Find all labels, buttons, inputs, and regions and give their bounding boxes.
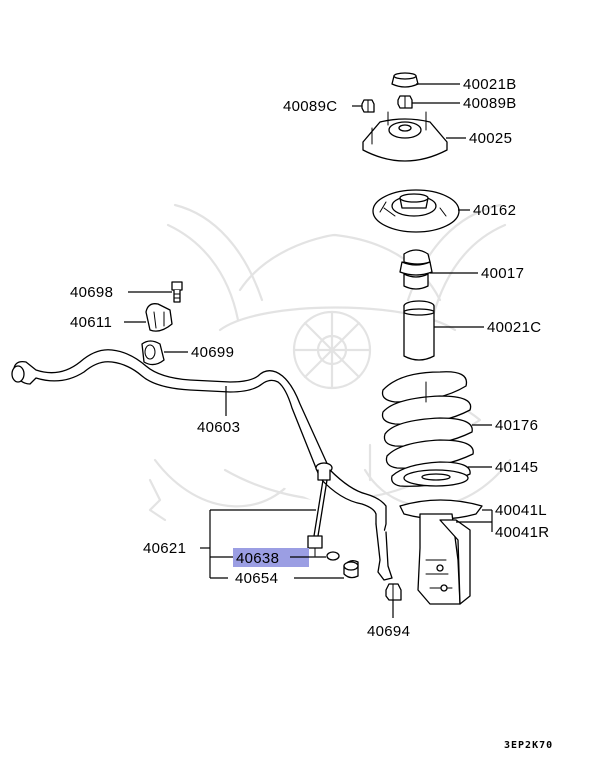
part-40089C-icon — [361, 99, 375, 113]
part-40017-icon — [399, 249, 433, 290]
label-40621: 40621 — [143, 540, 186, 557]
part-40025-icon — [362, 111, 448, 162]
label-40638: 40638 — [236, 550, 279, 567]
label-40162: 40162 — [473, 202, 516, 219]
label-40089B: 40089B — [463, 95, 517, 112]
label-40603: 40603 — [197, 419, 240, 436]
label-40698: 40698 — [70, 284, 113, 301]
label-40017: 40017 — [481, 265, 524, 282]
part-40654-icon — [343, 560, 359, 579]
part-40162-icon — [372, 189, 460, 233]
label-40021B: 40021B — [463, 76, 517, 93]
part-labels: 40021B 40089C 40089B 40025 40162 40017 4… — [70, 76, 549, 640]
part-40021B-icon — [391, 72, 419, 88]
highlight-box — [233, 548, 309, 567]
label-40041L: 40041L — [495, 502, 547, 519]
part-40176-icon — [381, 371, 474, 487]
label-40021C: 40021C — [487, 319, 541, 336]
part-40041-icon — [399, 499, 483, 605]
part-40089B-icon — [397, 95, 413, 109]
label-40089C: 40089C — [283, 98, 337, 115]
part-40021C-icon — [403, 300, 435, 361]
part-40621-icon — [307, 462, 333, 557]
label-40025: 40025 — [469, 130, 512, 147]
part-40145-icon — [403, 469, 469, 487]
diagram-code: 3EP2K70 — [504, 740, 553, 751]
part-40698-icon — [171, 281, 183, 303]
part-40699-icon — [141, 340, 165, 366]
leader-lines — [124, 83, 493, 618]
label-40041R: 40041R — [495, 524, 549, 541]
label-40694: 40694 — [367, 623, 410, 640]
part-40611-icon — [145, 303, 173, 332]
part-40694-icon — [385, 583, 402, 601]
part-40603-icon — [11, 349, 393, 581]
label-40699: 40699 — [191, 344, 234, 361]
label-40176: 40176 — [495, 417, 538, 434]
label-40145: 40145 — [495, 459, 538, 476]
label-40611: 40611 — [70, 314, 112, 331]
label-40654: 40654 — [235, 570, 278, 587]
part-40638-icon — [326, 551, 340, 561]
